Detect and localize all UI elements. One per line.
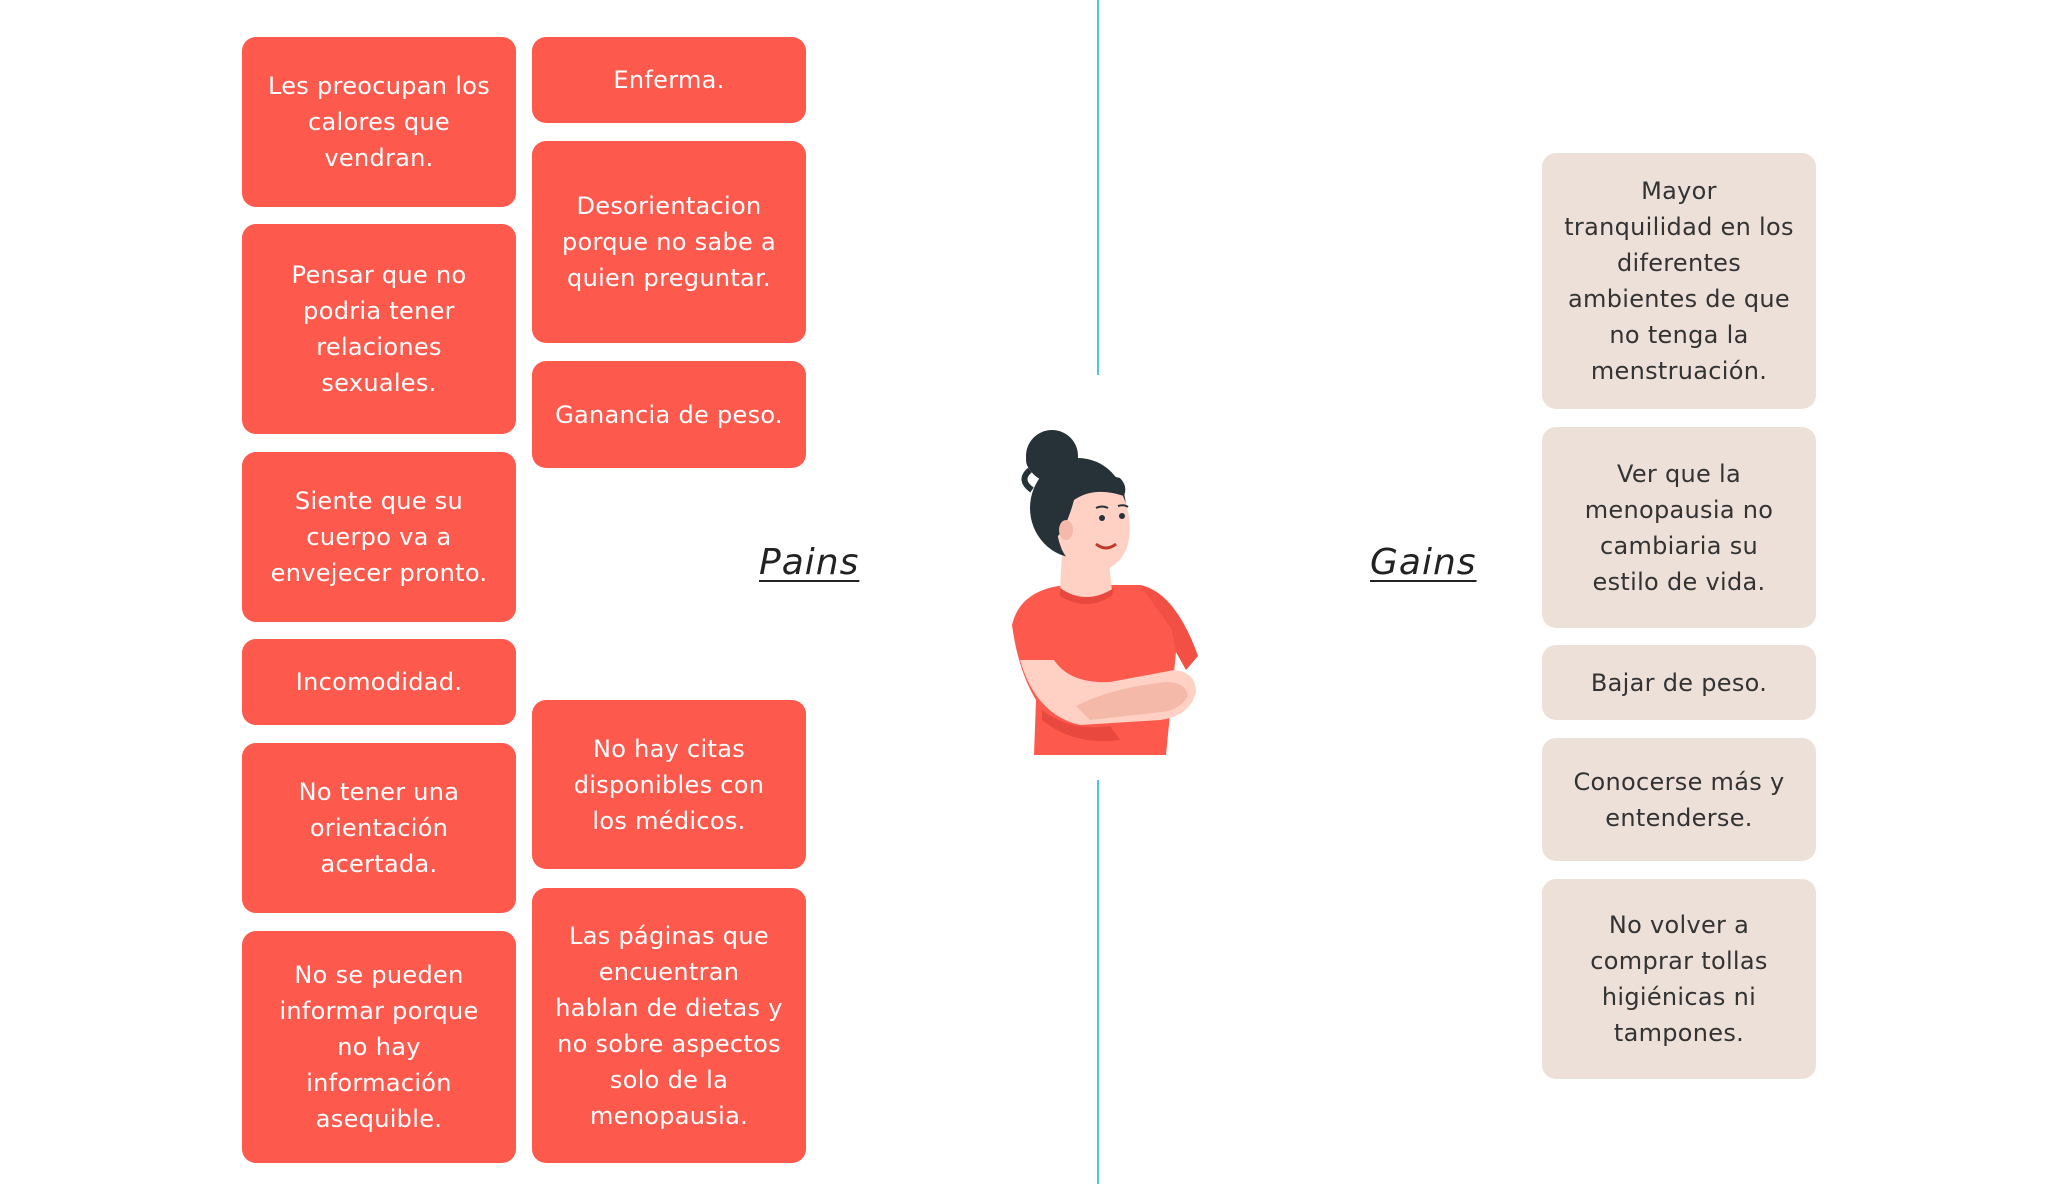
pain-card: Ganancia de peso. bbox=[532, 361, 806, 468]
gain-card: No volver a comprar tollas higiénicas ni… bbox=[1542, 879, 1816, 1079]
gain-card: Ver que la menopausia no cambiaria su es… bbox=[1542, 427, 1816, 628]
pain-card: No tener una orientación acertada. bbox=[242, 743, 516, 913]
gains-heading: Gains bbox=[1370, 542, 1477, 583]
pain-card: Enferma. bbox=[532, 37, 806, 123]
pain-card: No se pueden informar porque no hay info… bbox=[242, 931, 516, 1163]
pain-card: No hay citas disponibles con los médicos… bbox=[532, 700, 806, 869]
gain-card: Mayor tranquilidad en los diferentes amb… bbox=[1542, 153, 1816, 409]
pains-heading: Pains bbox=[759, 542, 860, 583]
divider-line-bottom bbox=[1097, 780, 1099, 1184]
gain-card: Bajar de peso. bbox=[1542, 645, 1816, 720]
woman-arms-crossed-icon bbox=[1012, 430, 1198, 755]
pain-card: Siente que su cuerpo va a envejecer pron… bbox=[242, 452, 516, 622]
pain-card: Las páginas que encuentran hablan de die… bbox=[532, 888, 806, 1163]
divider-line-top bbox=[1097, 0, 1099, 375]
pain-card: Les preocupan los calores que vendran. bbox=[242, 37, 516, 207]
pain-card: Incomodidad. bbox=[242, 639, 516, 725]
gain-card: Conocerse más y entenderse. bbox=[1542, 738, 1816, 861]
pain-card: Desorientacion porque no sabe a quien pr… bbox=[532, 141, 806, 343]
pain-card: Pensar que no podria tener relaciones se… bbox=[242, 224, 516, 434]
